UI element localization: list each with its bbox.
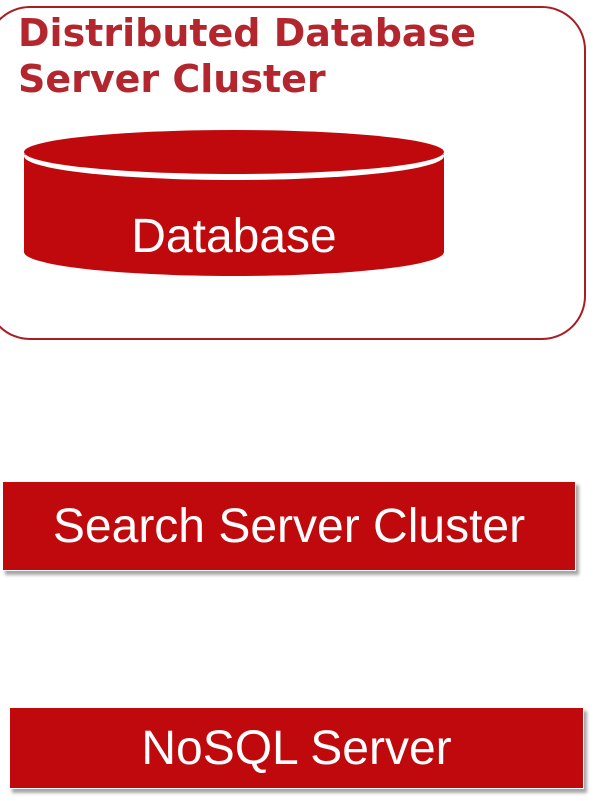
search-server-cluster-box: Search Server Cluster [2, 481, 576, 571]
cluster-title-line-1: Distributed Database [18, 11, 476, 55]
cluster-title-line-2: Server Cluster [18, 57, 326, 101]
database-label: Database [131, 210, 336, 263]
search-server-cluster-label: Search Server Cluster [52, 499, 526, 553]
nosql-server-label: NoSQL Server [141, 721, 452, 775]
database-cylinder-icon: Database [24, 130, 444, 276]
database-cylinder-top [24, 130, 444, 174]
nosql-server-box: NoSQL Server [9, 707, 584, 789]
database-cylinder-body [24, 154, 444, 276]
